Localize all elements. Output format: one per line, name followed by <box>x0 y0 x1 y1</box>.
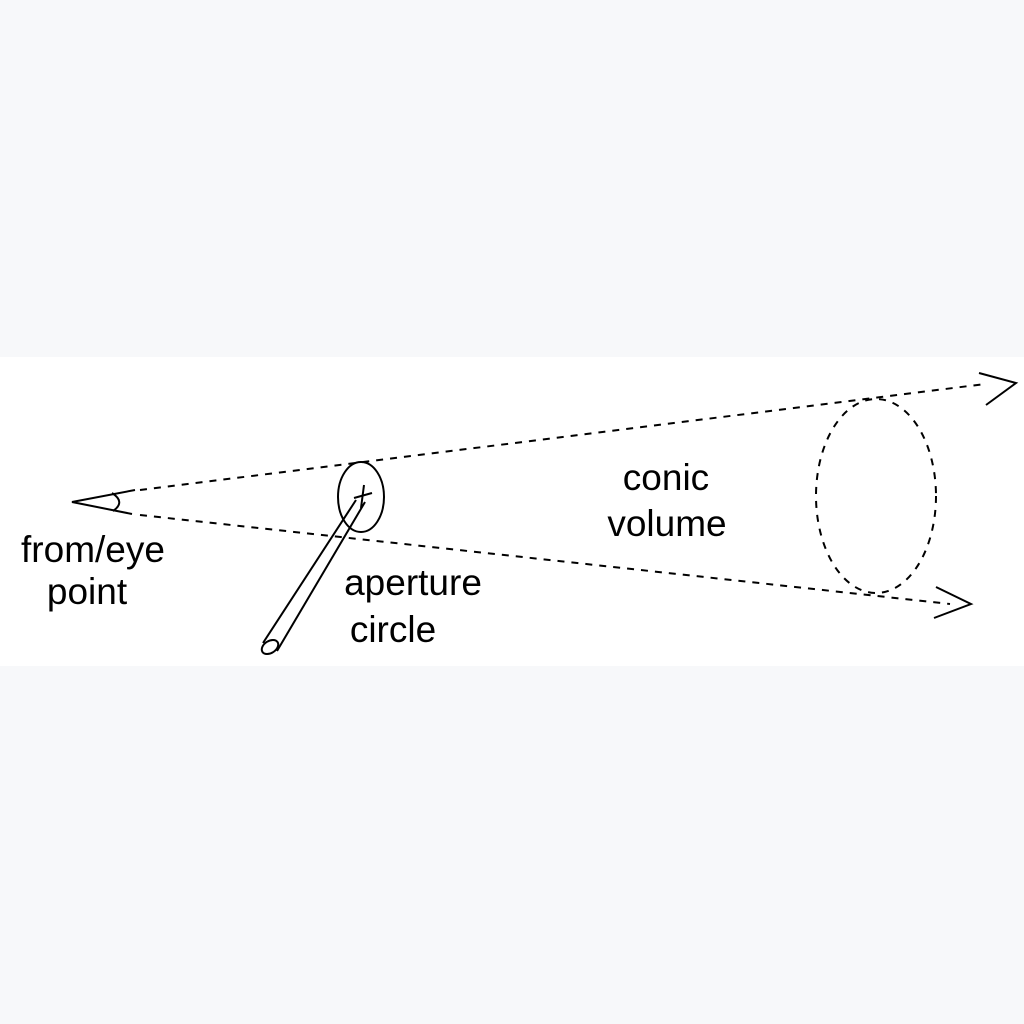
upper-arrowhead-icon <box>978 372 1019 406</box>
pointer-probe <box>260 499 366 656</box>
conic-volume-label-line2: volume <box>607 503 726 544</box>
eye-point-label-line2: point <box>47 571 128 612</box>
aperture-label-line1: aperture <box>344 562 482 603</box>
cone-lower-edge <box>139 514 951 605</box>
conic-volume-label-line1: conic <box>623 457 709 498</box>
cone-upper-edge <box>139 383 986 491</box>
cone-cross-section-ellipse <box>815 398 937 594</box>
aperture-circle <box>337 461 385 533</box>
eye-point-label-line1: from/eye <box>21 529 165 570</box>
eye-point-icon <box>71 489 136 515</box>
figure-area <box>0 357 1024 666</box>
lower-arrowhead-icon <box>933 586 974 619</box>
aperture-center-marker <box>353 484 373 509</box>
aperture-label-line2: circle <box>350 609 436 650</box>
